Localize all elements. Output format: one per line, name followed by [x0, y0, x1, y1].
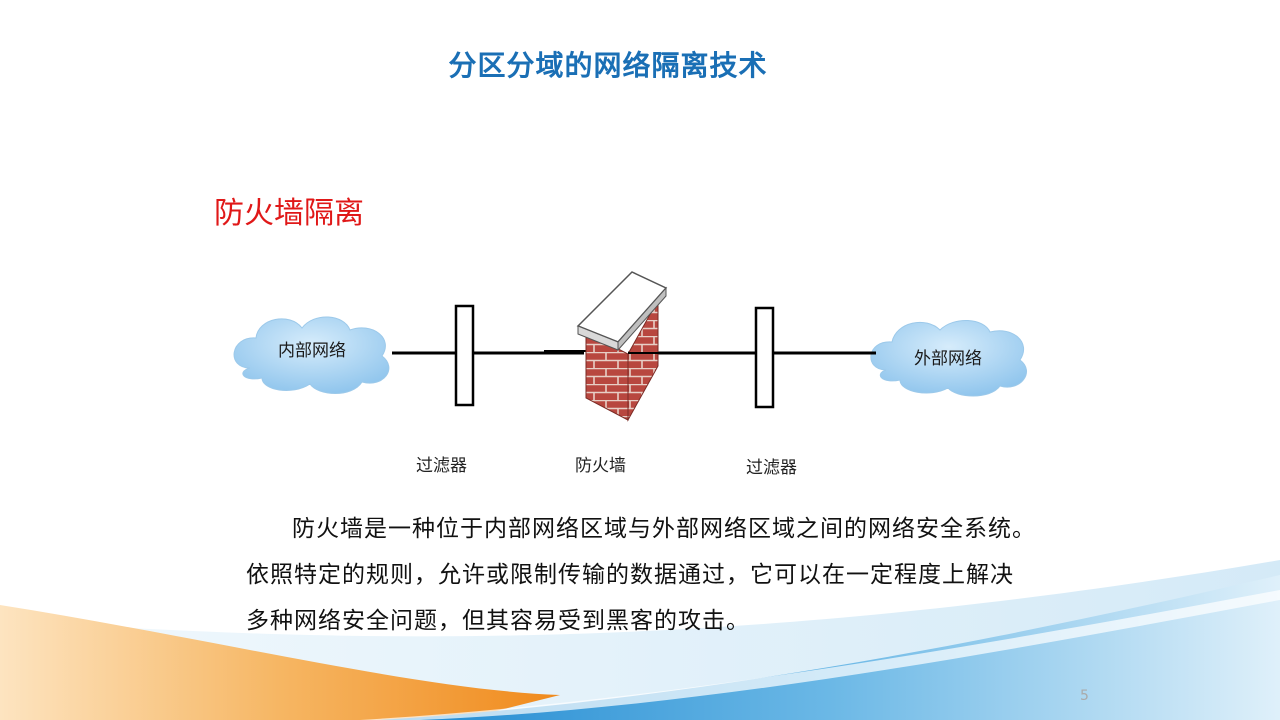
firewall-label: 防火墙: [575, 456, 626, 476]
page-number: 5: [1080, 688, 1089, 704]
swoosh-blue: [380, 575, 1280, 720]
right-filter-box: [754, 306, 775, 409]
external-network-cloud: [870, 319, 1027, 397]
left-filter-box: [454, 304, 475, 407]
firewall-wall-icon: [576, 271, 690, 422]
slide-title: 分区分域的网络隔离技术: [448, 49, 768, 82]
internal-network-label: 内部网络: [278, 341, 346, 361]
section-subtitle: 防火墙隔离: [214, 196, 364, 231]
external-network-label: 外部网络: [914, 349, 982, 369]
left-filter-label: 过滤器: [416, 456, 467, 476]
swoosh-orange: [0, 605, 560, 720]
firewall-description: 防火墙是一种位于内部网络区域与外部网络区域之间的网络安全系统。依照特定的规则，允…: [246, 516, 1036, 634]
right-filter-label: 过滤器: [746, 458, 797, 478]
internal-network-cloud: [233, 316, 390, 394]
